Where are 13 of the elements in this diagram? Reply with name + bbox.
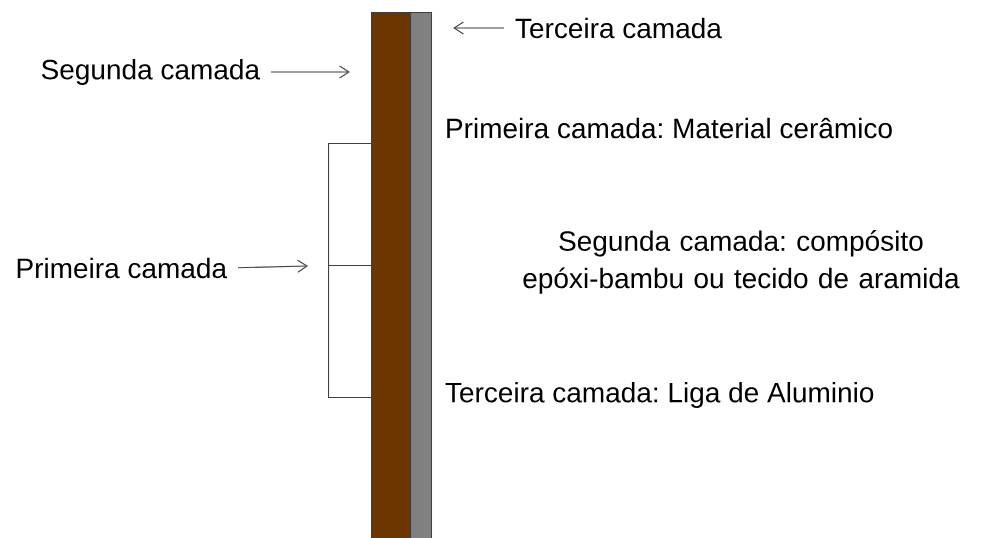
layer-description: Terceira camada: Liga de Aluminio	[445, 381, 874, 409]
layer-box	[328, 265, 373, 399]
layer-description: Primeira camada: Material cerâmico	[447, 117, 892, 139]
arrow	[237, 259, 308, 273]
layer-name: Terceira camada	[515, 17, 722, 39]
layer-name: Segunda camada	[41, 58, 260, 86]
layer-name: Primeira camada	[17, 257, 227, 279]
layer-description: Segunda camada: compósito epóxi-bambu ou tecido de aramida	[523, 230, 960, 294]
arrow	[453, 21, 505, 35]
layer-bar	[410, 12, 433, 538]
layer-bar	[371, 12, 412, 538]
layer-box	[328, 143, 373, 267]
arrow	[270, 65, 350, 79]
